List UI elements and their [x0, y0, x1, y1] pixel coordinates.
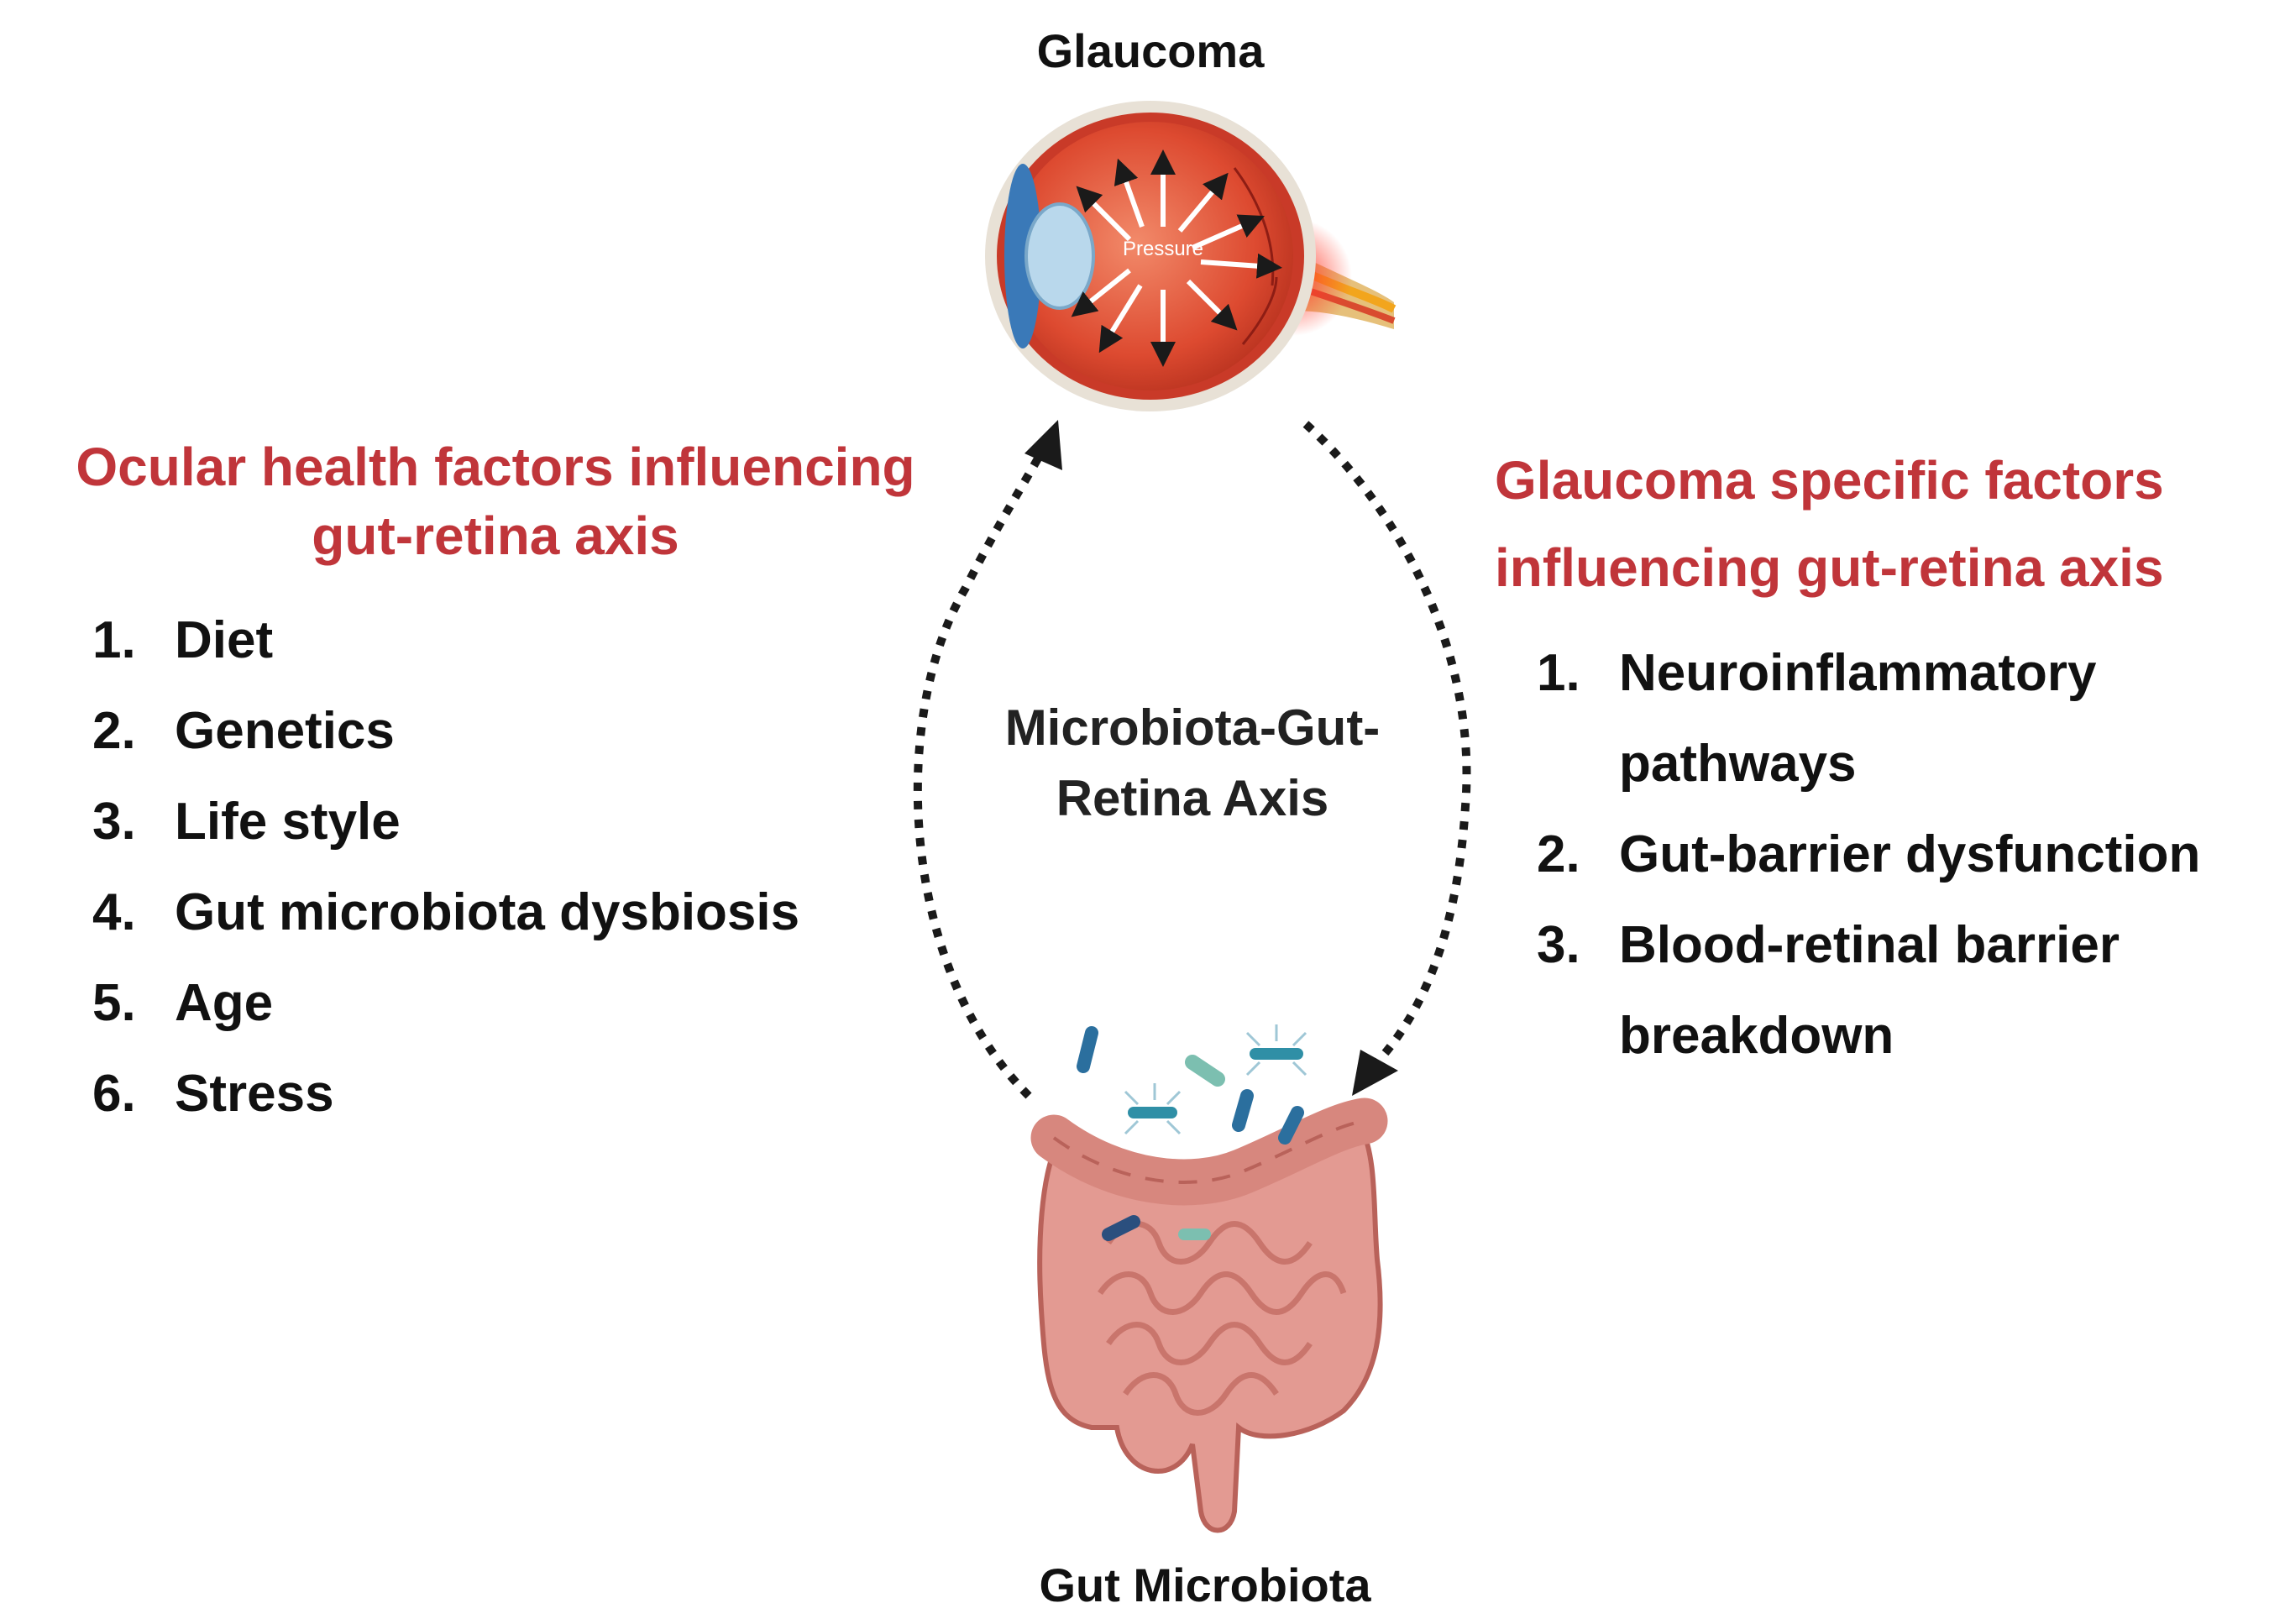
- left-heading-line1: Ocular health factors influencing: [76, 437, 915, 497]
- list-item: 1. Neuroinflammatory pathways: [1537, 644, 2097, 793]
- arrowhead-up: [1024, 420, 1062, 470]
- axis-label-line2: Retina Axis: [1056, 770, 1329, 826]
- arrow-eye-to-gut: [1302, 421, 1471, 1066]
- list-item: 3. Blood-retinal barrier breakdown: [1537, 916, 2120, 1065]
- list-item: 2.Genetics: [92, 702, 395, 760]
- intestine-bacteria-icon: [1030, 1024, 1388, 1533]
- list-item: 5.Age: [92, 974, 274, 1032]
- eye-glaucoma-icon: [985, 101, 1397, 411]
- right-heading: Glaucoma specific factors influencing gu…: [1495, 437, 2259, 611]
- pressure-label: Pressure: [1122, 238, 1204, 260]
- left-heading-line2: gut-retina axis: [312, 506, 679, 566]
- gut-microbiota-label: Gut Microbiota: [1039, 1559, 1371, 1611]
- left-heading: Ocular health factors influencing gut-re…: [25, 432, 966, 570]
- axis-label: Microbiota-Gut- Retina Axis: [957, 693, 1428, 834]
- right-factor-list: 1. Neuroinflammatory pathways 2. Gut-bar…: [1537, 628, 2259, 1082]
- list-item: 3.Life style: [92, 793, 401, 851]
- axis-label-line1: Microbiota-Gut-: [1004, 699, 1381, 756]
- list-item: 2. Gut-barrier dysfunction: [1537, 825, 2201, 883]
- arrow-gut-to-eye: [913, 434, 1054, 1099]
- left-panel: Ocular health factors influencing gut-re…: [25, 432, 966, 1155]
- right-panel: Glaucoma specific factors influencing gu…: [1495, 437, 2259, 1082]
- glaucoma-label: Glaucoma: [1036, 24, 1265, 77]
- left-factor-list: 1.Diet 2.Genetics 3.Life style 4.Gut mic…: [92, 610, 966, 1155]
- list-item: 6.Stress: [92, 1065, 334, 1123]
- arrowhead-down: [1352, 1050, 1398, 1096]
- right-heading-line1: Glaucoma specific factors: [1495, 450, 2164, 511]
- right-heading-line2: influencing gut-retina axis: [1495, 537, 2164, 598]
- list-item: 1.Diet: [92, 611, 274, 669]
- list-item: 4.Gut microbiota dysbiosis: [92, 883, 800, 941]
